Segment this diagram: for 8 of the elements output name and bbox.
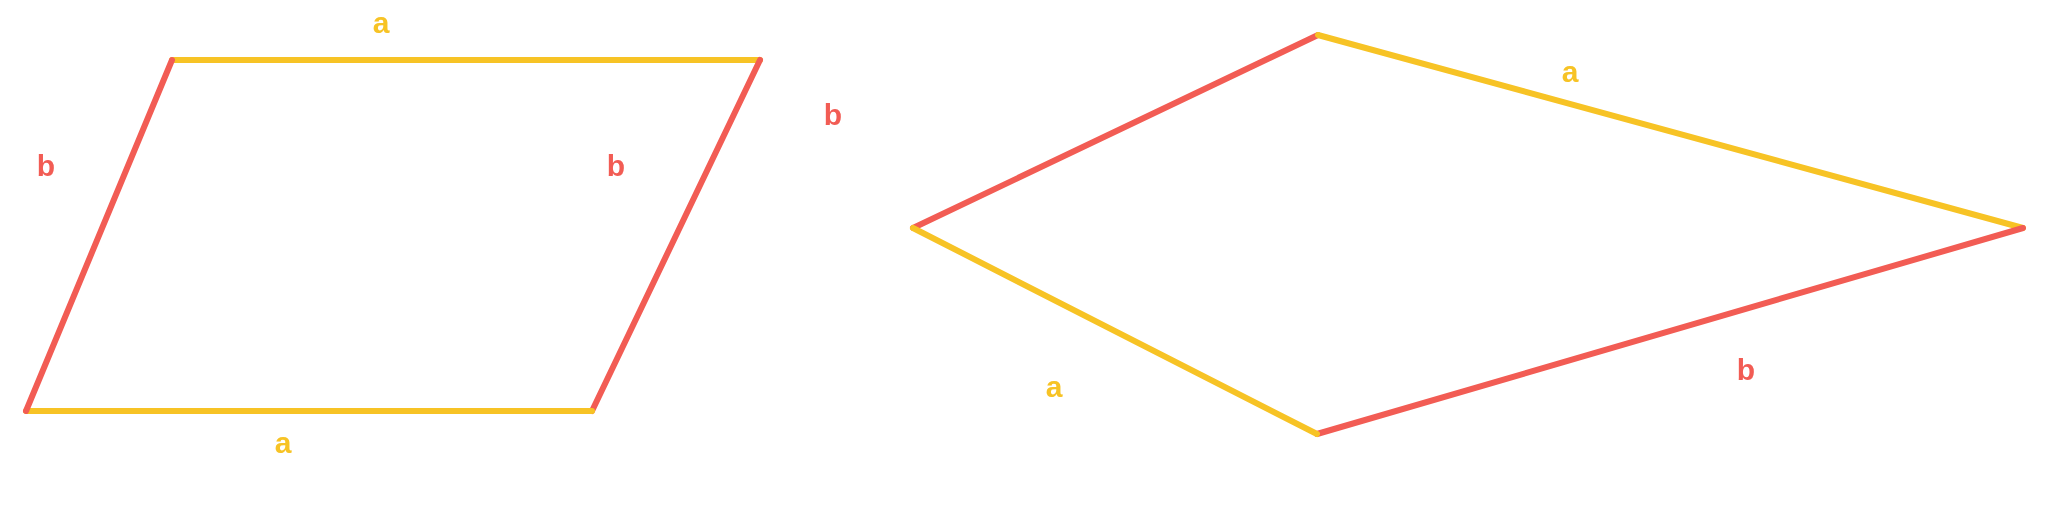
side-label: b xyxy=(1736,355,1756,385)
side-label: b xyxy=(36,151,56,181)
side-label: a xyxy=(274,428,292,458)
side-label: a xyxy=(1561,57,1579,87)
side-label: a xyxy=(1045,372,1063,402)
side-label: a xyxy=(372,8,390,38)
side-label: b xyxy=(606,151,626,181)
side-label: b xyxy=(823,100,843,130)
